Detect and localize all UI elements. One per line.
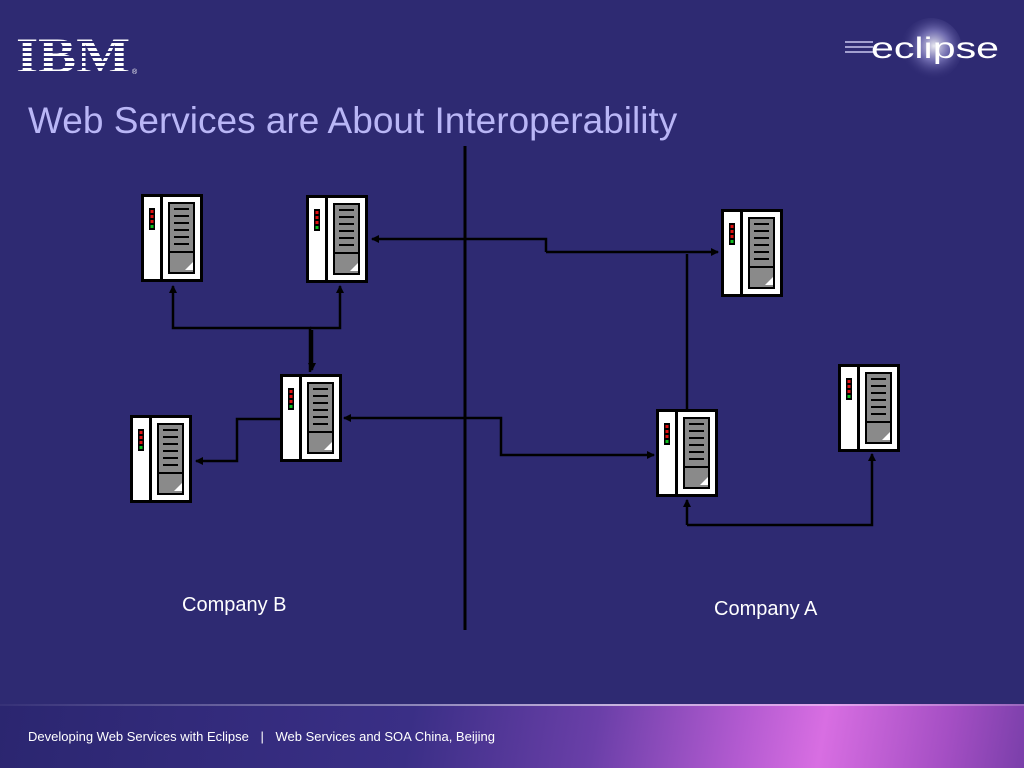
- ibm-logo-text: IBM: [16, 28, 130, 76]
- server-b-top-right: [305, 194, 369, 284]
- slide-title: Web Services are About Interoperability: [28, 100, 678, 141]
- footer: Developing Web Services with Eclipse | W…: [28, 729, 495, 744]
- connector-cross-mid-to-a: [499, 440, 655, 459]
- server-b-bottom-left: [129, 414, 193, 504]
- connector-a-to-right: [687, 453, 876, 527]
- server-a-right: [837, 363, 901, 453]
- footer-course: Developing Web Services with Eclipse: [28, 729, 249, 744]
- server-a-top: [720, 208, 784, 298]
- connector-cross-mid-to-b: [343, 414, 503, 440]
- connector-b-hub-to-bottom-left: [195, 417, 280, 465]
- footer-bar: [0, 704, 1024, 768]
- eclipse-logo-text: eclipse: [871, 32, 999, 65]
- connector-b-hub-to-right-top: [310, 285, 344, 330]
- connector-b-hub-to-left-top: [169, 285, 312, 372]
- eclipse-orb: [900, 18, 962, 80]
- eclipse-logo: eclipse: [845, 18, 999, 80]
- company-b-label: Company B: [182, 594, 287, 616]
- company-a-label: Company A: [714, 598, 818, 620]
- connector-cross-top-to-b: [371, 235, 548, 252]
- ibm-registered-mark: ®: [132, 68, 138, 76]
- server-b-hub: [279, 373, 343, 463]
- server-a-hub: [655, 408, 719, 498]
- footer-event: Web Services and SOA China, Beijing: [275, 729, 495, 744]
- footer-divider: [0, 704, 1024, 706]
- server-b-top-left: [140, 193, 204, 283]
- ibm-logo: IBM ®: [16, 28, 138, 76]
- footer-separator: |: [260, 729, 264, 744]
